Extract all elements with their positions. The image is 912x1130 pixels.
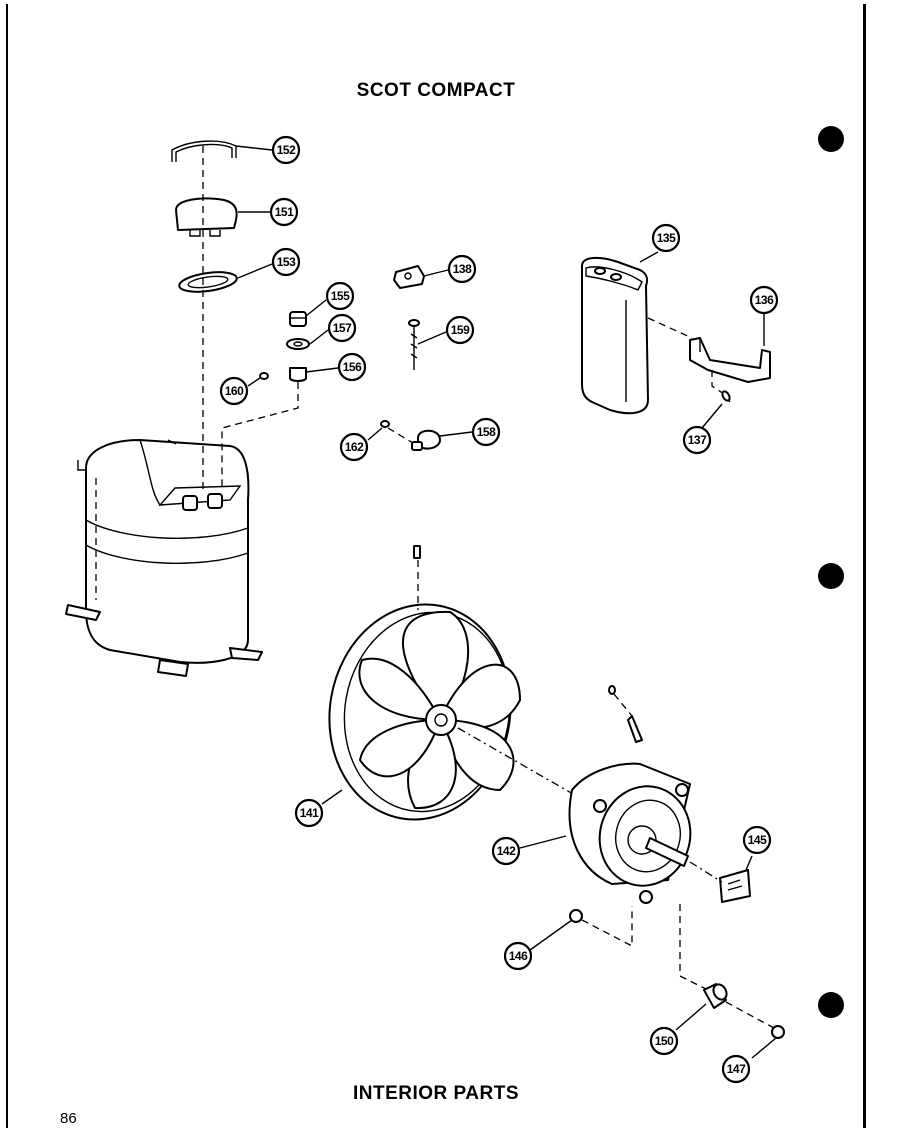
svg-text:150: 150: [655, 1034, 674, 1048]
svg-text:141: 141: [300, 806, 319, 820]
assembly-line: [679, 904, 709, 991]
part-155-nut: [289, 311, 307, 327]
svg-text:142: 142: [497, 844, 516, 858]
part-137-screw: [721, 390, 731, 403]
part-153-gasket: [178, 271, 238, 293]
compressor: [65, 439, 263, 677]
svg-text:138: 138: [453, 262, 472, 276]
svg-text:135: 135: [657, 231, 676, 245]
part-141-blower-wheel: [328, 603, 521, 821]
motor-lead-wire: [608, 685, 643, 743]
assembly-line: [221, 382, 299, 488]
page-number: 86: [60, 1110, 77, 1127]
svg-text:137: 137: [688, 433, 707, 447]
svg-text:160: 160: [225, 384, 244, 398]
part-142-motor: [568, 762, 692, 904]
part-150-spacer: [703, 983, 728, 1009]
assembly-line: [725, 1001, 775, 1029]
svg-text:155: 155: [331, 289, 350, 303]
part-147-nut: [771, 1025, 785, 1039]
svg-text:152: 152: [277, 143, 296, 157]
callout-146: 146: [503, 941, 533, 971]
callout-156: 156: [337, 352, 367, 382]
callout-151: 151: [269, 197, 299, 227]
assembly-line: [581, 906, 633, 948]
center-line: [457, 727, 581, 799]
svg-text:157: 157: [333, 321, 352, 335]
setscrew: [413, 545, 421, 559]
assembly-line: [711, 370, 725, 395]
center-line: [689, 861, 723, 883]
page-frame: [6, 4, 866, 1128]
part-162-screw: [380, 420, 390, 428]
binder-hole: [818, 563, 844, 589]
callout-138: 138: [447, 254, 477, 284]
part-157-washer: [286, 338, 310, 350]
svg-text:146: 146: [509, 949, 528, 963]
callout-152: 152: [271, 135, 301, 165]
assembly-line: [647, 317, 693, 339]
leader-lines: [235, 145, 777, 1059]
svg-text:136: 136: [755, 293, 774, 307]
svg-text:145: 145: [748, 833, 767, 847]
callout-145: 145: [742, 825, 772, 855]
part-136-bracket: [689, 337, 771, 383]
callout-155: 155: [325, 281, 355, 311]
svg-text:158: 158: [477, 425, 496, 439]
callout-136: 136: [749, 285, 779, 315]
callout-157: 157: [327, 313, 357, 343]
svg-text:153: 153: [277, 255, 296, 269]
svg-text:162: 162: [345, 440, 364, 454]
callout-158: 158: [471, 417, 501, 447]
part-158-clamp: [411, 429, 441, 451]
callout-147: 147: [721, 1054, 751, 1084]
callout-141: 141: [294, 798, 324, 828]
diagram-footer-title: INTERIOR PARTS: [352, 1083, 520, 1104]
svg-text:147: 147: [727, 1062, 746, 1076]
part-159-screw: [408, 319, 420, 370]
callout-135: 135: [651, 223, 681, 253]
part-151-cover: [175, 197, 238, 237]
callout-159: 159: [445, 315, 475, 345]
callout-153: 153: [271, 247, 301, 277]
part-146-nut: [569, 909, 583, 923]
svg-text:156: 156: [343, 360, 362, 374]
part-138-clamp: [393, 265, 425, 289]
svg-text:151: 151: [275, 205, 294, 219]
diagram-title: SCOT COMPACT: [356, 80, 516, 101]
part-135-capacitor: [581, 256, 649, 415]
part-156-grommet: [289, 367, 307, 382]
callout-162: 162: [339, 432, 369, 462]
part-152-clip: [171, 140, 237, 162]
part-160-screw: [259, 372, 269, 380]
callout-150: 150: [649, 1026, 679, 1056]
binder-hole: [818, 992, 844, 1018]
binder-hole: [818, 126, 844, 152]
callout-137: 137: [682, 425, 712, 455]
callout-142: 142: [491, 836, 521, 866]
callout-160: 160: [219, 376, 249, 406]
svg-text:159: 159: [451, 323, 470, 337]
part-145-label: [719, 869, 751, 903]
